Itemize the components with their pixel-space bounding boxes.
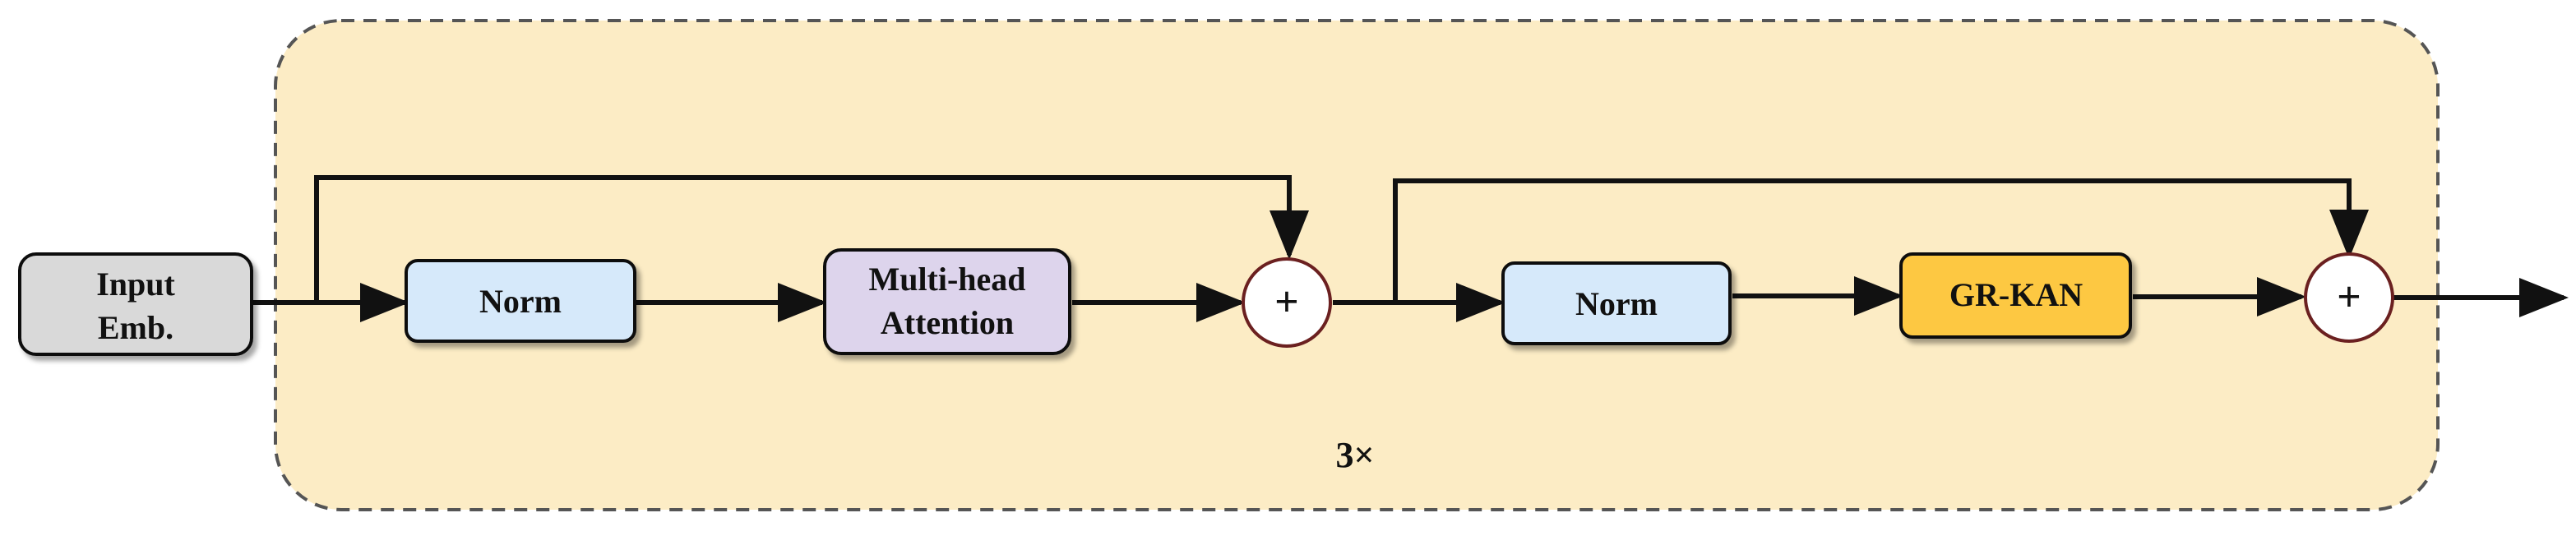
residual-skip-2 bbox=[1393, 178, 2369, 303]
connectors bbox=[253, 175, 2569, 322]
gr-kan-block: GR-KAN bbox=[1899, 252, 2132, 339]
add-node-1: + bbox=[1242, 257, 1332, 348]
repeat-container bbox=[274, 19, 2440, 511]
residual-skip-1 bbox=[314, 175, 1309, 303]
plus-circle-icon bbox=[1242, 257, 1332, 348]
input-label-line2: Emb. bbox=[98, 309, 173, 346]
attention-label-line2: Attention bbox=[881, 304, 1014, 341]
gr-kan-label: GR-KAN bbox=[1949, 276, 2083, 313]
input-embedding-block: Input Emb. bbox=[18, 252, 253, 356]
norm-block-1: Norm bbox=[405, 259, 636, 343]
input-label-line1: Input bbox=[96, 266, 175, 303]
add-symbol-1: + bbox=[1274, 279, 1299, 326]
norm-label-2: Norm bbox=[1575, 285, 1658, 322]
norm-block-2: Norm bbox=[1501, 261, 1732, 345]
multi-head-attention-block: Multi-head Attention bbox=[823, 248, 1071, 355]
attention-label-line1: Multi-head bbox=[868, 261, 1025, 298]
plus-circle-icon bbox=[2304, 252, 2394, 343]
repeat-count-label: 3× bbox=[1335, 435, 1374, 475]
add-symbol-2: + bbox=[2337, 274, 2361, 321]
norm-label-1: Norm bbox=[479, 283, 562, 320]
add-node-2: + bbox=[2304, 252, 2394, 343]
